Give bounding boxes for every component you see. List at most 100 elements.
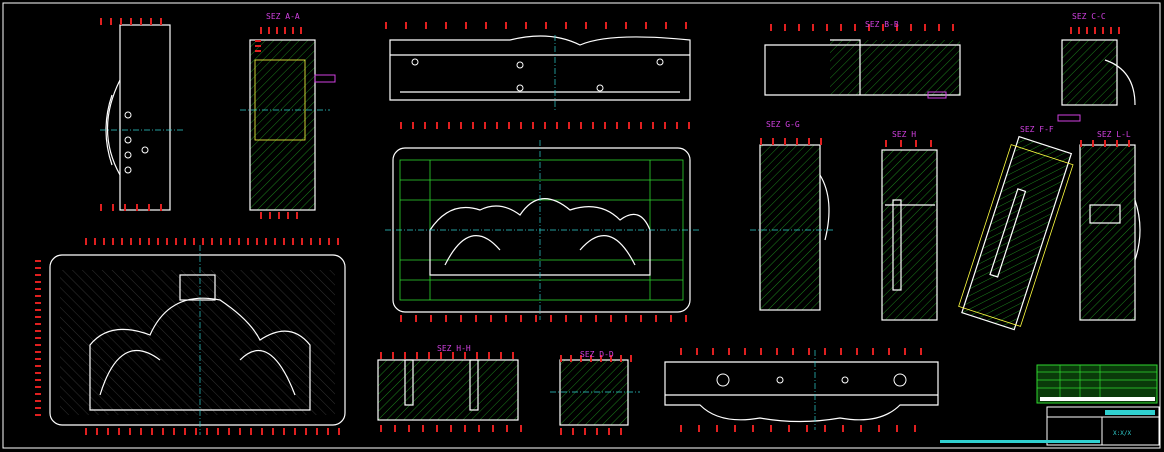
- dimension-tick: [770, 24, 772, 31]
- dimension-tick: [882, 24, 884, 31]
- dimension-tick: [556, 122, 558, 129]
- dimension-tick: [239, 428, 241, 435]
- dimension-tick: [680, 425, 682, 432]
- dimension-tick: [520, 122, 522, 129]
- dimension-tick: [610, 355, 612, 362]
- dimension-tick: [776, 348, 778, 355]
- dimension-tick: [428, 352, 430, 359]
- dimension-tick: [920, 348, 922, 355]
- dimension-tick: [872, 348, 874, 355]
- dimension-tick: [505, 315, 507, 322]
- dimension-tick: [35, 414, 41, 416]
- dimension-tick: [436, 122, 438, 129]
- dimension-tick: [35, 337, 41, 339]
- dimension-tick: [760, 138, 762, 145]
- dimension-tick: [35, 372, 41, 374]
- dimension-tick: [247, 238, 249, 245]
- dimension-tick: [250, 428, 252, 435]
- dimension-tick: [452, 352, 454, 359]
- section-h: [881, 149, 938, 321]
- dimension-tick: [824, 348, 826, 355]
- dimension-tick: [868, 24, 870, 31]
- dimension-tick: [1094, 27, 1096, 34]
- dimension-tick: [665, 22, 667, 29]
- dimension-tick: [166, 238, 168, 245]
- dimension-tick: [450, 425, 452, 432]
- dimension-tick: [560, 355, 562, 362]
- top-elevation-view: [389, 35, 691, 110]
- dimension-tick: [796, 138, 798, 145]
- dimension-tick: [118, 428, 120, 435]
- dimension-tick: [580, 355, 582, 362]
- dimension-tick: [35, 323, 41, 325]
- dimension-tick: [305, 428, 307, 435]
- dimension-markers: [35, 18, 1130, 435]
- dimension-tick: [592, 122, 594, 129]
- dimension-tick: [532, 122, 534, 129]
- dimension-tick: [139, 238, 141, 245]
- section-a-a: [240, 39, 336, 211]
- dimension-tick: [151, 428, 153, 435]
- dimension-tick: [103, 238, 105, 245]
- dimension-tick: [120, 18, 122, 25]
- dimension-tick: [506, 425, 508, 432]
- dimension-tick: [792, 348, 794, 355]
- dimension-tick: [620, 428, 622, 435]
- dimension-tick: [380, 352, 382, 359]
- dimension-tick: [1080, 140, 1082, 147]
- dimension-tick: [752, 425, 754, 432]
- label-sez-b-b: SEZ B-B: [865, 20, 899, 29]
- dimension-tick: [812, 24, 814, 31]
- dimension-tick: [744, 348, 746, 355]
- dimension-tick: [228, 428, 230, 435]
- label-sez-h-h: SEZ H-H: [437, 344, 471, 353]
- dimension-tick: [604, 122, 606, 129]
- dimension-tick: [265, 238, 267, 245]
- dimension-tick: [274, 238, 276, 245]
- dimension-tick: [173, 428, 175, 435]
- dimension-tick: [1110, 27, 1112, 34]
- dimension-tick: [770, 425, 772, 432]
- dimension-tick: [728, 348, 730, 355]
- dimension-tick: [261, 428, 263, 435]
- dimension-tick: [175, 238, 177, 245]
- dimension-tick: [35, 407, 41, 409]
- dimension-tick: [100, 18, 102, 25]
- dimension-tick: [512, 352, 514, 359]
- dimension-tick: [535, 315, 537, 322]
- dimension-tick: [35, 358, 41, 360]
- label-sez-h: SEZ H: [892, 130, 916, 139]
- dimension-tick: [140, 428, 142, 435]
- dimension-tick: [1104, 140, 1106, 147]
- dimension-tick: [485, 22, 487, 29]
- dimension-tick: [625, 315, 627, 322]
- dimension-tick: [1078, 27, 1080, 34]
- dimension-tick: [255, 40, 261, 42]
- dimension-tick: [287, 212, 289, 219]
- dimension-tick: [460, 315, 462, 322]
- dimension-tick: [808, 348, 810, 355]
- dimension-tick: [425, 22, 427, 29]
- dimension-tick: [716, 425, 718, 432]
- dimension-tick: [85, 428, 87, 435]
- dimension-tick: [806, 425, 808, 432]
- dimension-tick: [688, 122, 690, 129]
- dimension-tick: [328, 238, 330, 245]
- dimension-tick: [193, 238, 195, 245]
- dimension-tick: [1092, 140, 1094, 147]
- dimension-tick: [211, 238, 213, 245]
- dimension-tick: [938, 24, 940, 31]
- dimension-tick: [310, 238, 312, 245]
- dimension-tick: [148, 204, 150, 211]
- dimension-tick: [600, 355, 602, 362]
- large-plan-view: [49, 245, 346, 435]
- dimension-tick: [842, 425, 844, 432]
- dimension-tick: [256, 238, 258, 245]
- dimension-tick: [85, 238, 87, 245]
- dimension-tick: [129, 428, 131, 435]
- dimension-tick: [476, 352, 478, 359]
- dimension-tick: [1086, 27, 1088, 34]
- dimension-tick: [184, 428, 186, 435]
- dimension-tick: [35, 330, 41, 332]
